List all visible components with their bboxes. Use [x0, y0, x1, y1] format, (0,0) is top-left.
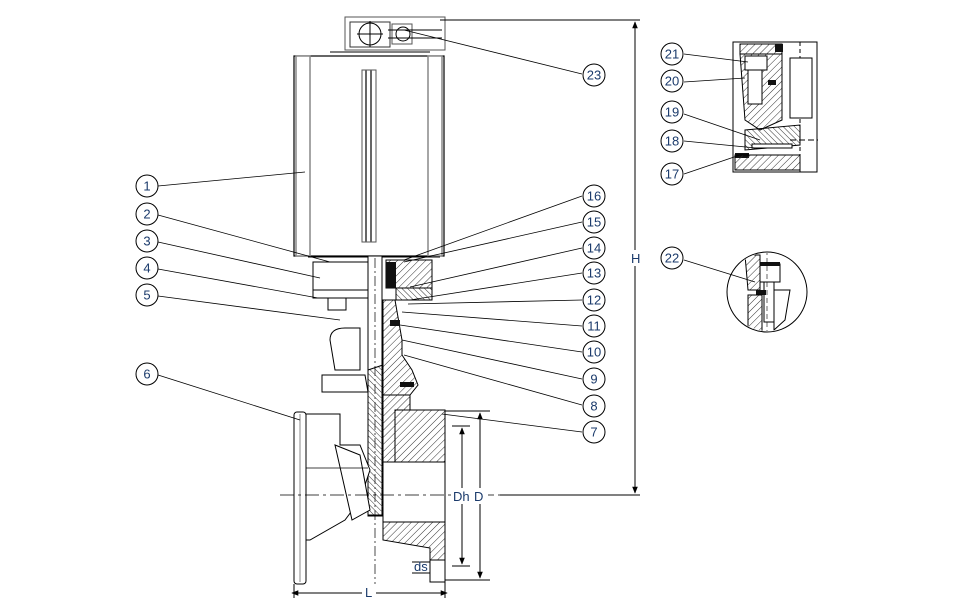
callout-12: 12 — [582, 288, 606, 312]
callout-1: 1 — [135, 174, 159, 198]
svg-text:20: 20 — [665, 74, 679, 89]
svg-text:11: 11 — [587, 319, 601, 334]
detail-view-bolt — [726, 251, 808, 333]
dimension-ds-label: ds — [414, 559, 428, 574]
leader-lines — [157, 29, 761, 433]
svg-text:7: 7 — [590, 425, 597, 440]
svg-text:4: 4 — [143, 261, 150, 276]
callout-23: 23 — [582, 63, 606, 87]
svg-text:8: 8 — [590, 399, 597, 414]
svg-text:10: 10 — [587, 345, 601, 360]
svg-text:22: 22 — [665, 251, 679, 266]
dimension-l: L — [291, 582, 448, 600]
svg-text:3: 3 — [143, 234, 150, 249]
callout-8: 8 — [582, 394, 606, 418]
dimension-d-label: D — [474, 489, 483, 504]
callout-18: 18 — [660, 129, 684, 153]
dimension-d: D — [445, 410, 490, 581]
callout-17: 17 — [660, 162, 684, 186]
dimension-h-label: H — [631, 251, 640, 266]
callout-7: 7 — [582, 420, 606, 444]
callout-11: 11 — [582, 314, 606, 338]
valve-body — [293, 394, 446, 585]
svg-text:15: 15 — [587, 215, 601, 230]
svg-text:14: 14 — [587, 241, 601, 256]
svg-text:2: 2 — [143, 207, 150, 222]
svg-text:12: 12 — [587, 293, 601, 308]
dimension-ds: ds — [412, 559, 430, 574]
callout-2: 2 — [135, 202, 159, 226]
callout-21: 21 — [660, 42, 684, 66]
yoke-bracket — [312, 259, 433, 311]
callout-4: 4 — [135, 256, 159, 280]
callout-3: 3 — [135, 229, 159, 253]
callout-14: 14 — [582, 236, 606, 260]
callout-9: 9 — [582, 367, 606, 391]
svg-text:19: 19 — [665, 105, 679, 120]
callout-5: 5 — [135, 283, 159, 307]
dimension-h: H — [440, 19, 642, 496]
callout-16: 16 — [582, 184, 606, 208]
svg-text:1: 1 — [143, 179, 150, 194]
position-indicator — [330, 16, 446, 53]
svg-text:9: 9 — [590, 372, 597, 387]
callout-19: 19 — [660, 100, 684, 124]
svg-text:17: 17 — [665, 167, 679, 182]
svg-text:23: 23 — [587, 68, 601, 83]
callout-20: 20 — [660, 69, 684, 93]
svg-text:18: 18 — [665, 134, 679, 149]
callout-22: 22 — [660, 246, 684, 270]
svg-text:21: 21 — [665, 47, 679, 62]
callout-15: 15 — [582, 210, 606, 234]
dimension-l-label: L — [365, 585, 372, 600]
callout-6: 6 — [135, 362, 159, 386]
svg-text:16: 16 — [587, 189, 601, 204]
actuator-cylinder — [293, 55, 445, 258]
svg-text:5: 5 — [143, 288, 150, 303]
svg-text:6: 6 — [143, 367, 150, 382]
dimension-dh: Dh — [452, 425, 472, 567]
callout-10: 10 — [582, 340, 606, 364]
detail-view-cylinder-seal — [732, 41, 818, 173]
svg-text:13: 13 — [587, 266, 601, 281]
dimension-dh-label: Dh — [453, 489, 470, 504]
callout-13: 13 — [582, 261, 606, 285]
